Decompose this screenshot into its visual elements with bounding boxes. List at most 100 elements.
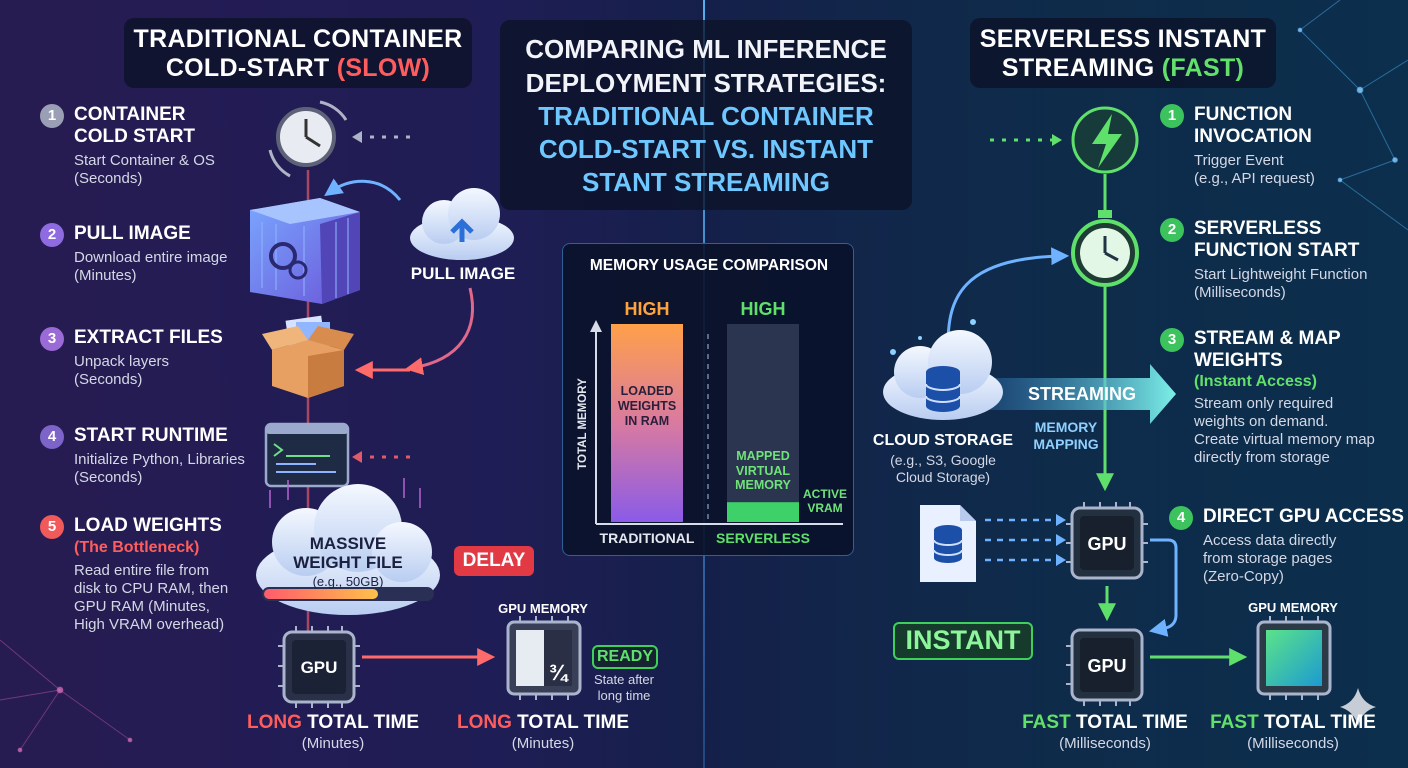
step-desc-2: disk to CPU RAM, then (74, 580, 229, 597)
delay-badge: DELAY (454, 546, 534, 576)
fast-total-label: FAST (1210, 712, 1259, 733)
right-total-1: FAST TOTAL TIME (1012, 712, 1198, 734)
gpu-label: GPU (300, 658, 338, 677)
memory-mapping-line2: MAPPING (1033, 436, 1099, 452)
step-title: LOAD WEIGHTS (74, 515, 222, 536)
long-label: LONG (456, 712, 512, 733)
bar-serverless-virtual (727, 324, 799, 522)
gpu-chip-icon-right-bottom (1066, 628, 1144, 706)
bottleneck-label: (The Bottleneck) (74, 539, 200, 556)
cloud-storage-caption-1: (e.g., S3, Google (890, 452, 996, 468)
memory-usage-chart: MEMORY USAGE COMPARISON TOTAL MEMORY HIG… (562, 243, 854, 556)
step-title-2: COLD START (74, 126, 196, 147)
step-desc-2: (Seconds) (74, 371, 143, 388)
cloud-to-container-arrow (324, 178, 402, 201)
gpu-memory-icon-right (1256, 616, 1332, 700)
cloud-storage-icon (883, 330, 1003, 420)
step-title: PULL IMAGE (74, 223, 191, 244)
bar-label-traditional-1: LOADED (621, 384, 674, 398)
left-total-2-sub: (Minutes) (511, 735, 575, 752)
bar-serverless-active-vram (727, 502, 799, 522)
gpu-label-right-bottom: GPU (1087, 656, 1127, 676)
bar-label-active-1: ACTIVE (803, 487, 847, 501)
step-number: 1 (1160, 104, 1184, 128)
ready-caption-2: long time (597, 688, 651, 703)
gpu-label-right-top: GPU (1087, 534, 1127, 554)
step-desc-2: (Seconds) (74, 469, 143, 486)
main-title-line2: DEPLOYMENT STRATEGIES: (525, 68, 887, 98)
slow-label: (SLOW) (336, 54, 431, 82)
clock-icon (268, 100, 348, 178)
instant-badge: INSTANT (893, 622, 1033, 660)
total-time-label: TOTAL TIME (301, 712, 420, 733)
main-title: COMPARING ML INFERENCE DEPLOYMENT STRATE… (500, 20, 912, 210)
step-title: SERVERLESS (1194, 218, 1322, 239)
memory-mapping-line1: MEMORY (1034, 419, 1098, 435)
network-decoration-left (0, 639, 133, 753)
container-icon (250, 198, 360, 304)
fast-total-label: FAST (1022, 712, 1071, 733)
step-number: 2 (40, 223, 64, 247)
top-label-traditional: HIGH (625, 299, 670, 319)
top-label-serverless: HIGH (741, 299, 786, 319)
memory-mapping-label: MEMORY MAPPING (1024, 419, 1108, 453)
gpu-memory-label-right: GPU MEMORY (1248, 600, 1338, 615)
cloud-storage-label: CLOUD STORAGE (872, 432, 1014, 449)
step-number: 4 (1169, 506, 1193, 530)
storage-to-function-arrow (946, 247, 1070, 346)
step-desc-1: Start Lightweight Function (1194, 266, 1368, 283)
right-total-2-sub: (Milliseconds) (1247, 735, 1339, 752)
main-title-line1: COMPARING ML INFERENCE (525, 34, 887, 64)
step-title-2: FUNCTION START (1194, 240, 1360, 261)
weight-file-cloud-icon (256, 484, 440, 615)
left-total-1: LONG TOTAL TIME (240, 712, 426, 734)
step-title: FUNCTION (1194, 104, 1293, 125)
bar-label-virtual-1: MAPPED (736, 449, 789, 463)
total-time-label: TOTAL TIME (511, 712, 630, 733)
right-header-line2a: STREAMING (1001, 54, 1162, 82)
step-desc-1: Trigger Event (1194, 152, 1284, 169)
ready-badge: READY (592, 645, 658, 669)
stopwatch-icon (1071, 210, 1139, 287)
ready-caption-1: State after (594, 672, 654, 687)
right-total-1-sub: (Milliseconds) (1059, 735, 1151, 752)
pull-to-extract-arrow (404, 287, 475, 376)
step-desc-2: (Seconds) (74, 170, 143, 187)
step-desc-4: High VRAM overhead) (74, 616, 225, 633)
gpu-memory-icon (506, 616, 582, 700)
sparkle-icon (1340, 688, 1376, 726)
gpu-chip-icon-right-top (1066, 502, 1148, 580)
chart-title: MEMORY USAGE COMPARISON (590, 257, 828, 274)
instant-access-label: (Instant Access) (1194, 373, 1317, 390)
step-desc-4: directly from storage (1194, 449, 1330, 466)
cloud-upload-icon (410, 188, 514, 260)
step-desc-1: Download entire image (74, 249, 228, 266)
step-number: 2 (1160, 218, 1184, 242)
bar-label-traditional-3: IN RAM (625, 414, 669, 428)
box-icon (262, 315, 354, 398)
step-desc-2: (Minutes) (74, 267, 137, 284)
step-desc-1: Initialize Python, Libraries (74, 451, 245, 468)
step-desc-2: (e.g., API request) (1194, 170, 1315, 187)
x-tick-serverless: SERVERLESS (716, 530, 810, 546)
step-desc-1: Read entire file from (74, 562, 210, 579)
gpu-memory-label: GPU MEMORY (498, 601, 588, 616)
y-axis-label: TOTAL MEMORY (577, 378, 589, 470)
left-total-2: LONG TOTAL TIME (450, 712, 636, 734)
main-title-line3: TRADITIONAL CONTAINER (538, 101, 874, 131)
step-title-2: INVOCATION (1194, 126, 1312, 147)
step-desc-2: weights on demand. (1194, 413, 1329, 430)
step-desc-1: Unpack layers (74, 353, 170, 370)
step-desc-2: (Milliseconds) (1194, 284, 1286, 301)
cloud-storage-caption-2: Cloud Storage) (895, 469, 991, 485)
ready-caption: State after long time (586, 672, 662, 704)
left-header: TRADITIONAL CONTAINER COLD-START (SLOW) (124, 18, 472, 88)
left-header-line2a: COLD-START (165, 54, 337, 82)
bar-label-virtual-2: VIRTUAL (736, 464, 791, 478)
step-number: 3 (1160, 328, 1184, 352)
step-desc-1: Start Container & OS (74, 152, 215, 169)
step-desc-3: GPU RAM (Minutes, (74, 598, 210, 615)
streaming-label: STREAMING (1028, 384, 1136, 404)
step-number: 4 (40, 425, 64, 449)
right-header: SERVERLESS INSTANT STREAMING (FAST) (970, 18, 1276, 88)
